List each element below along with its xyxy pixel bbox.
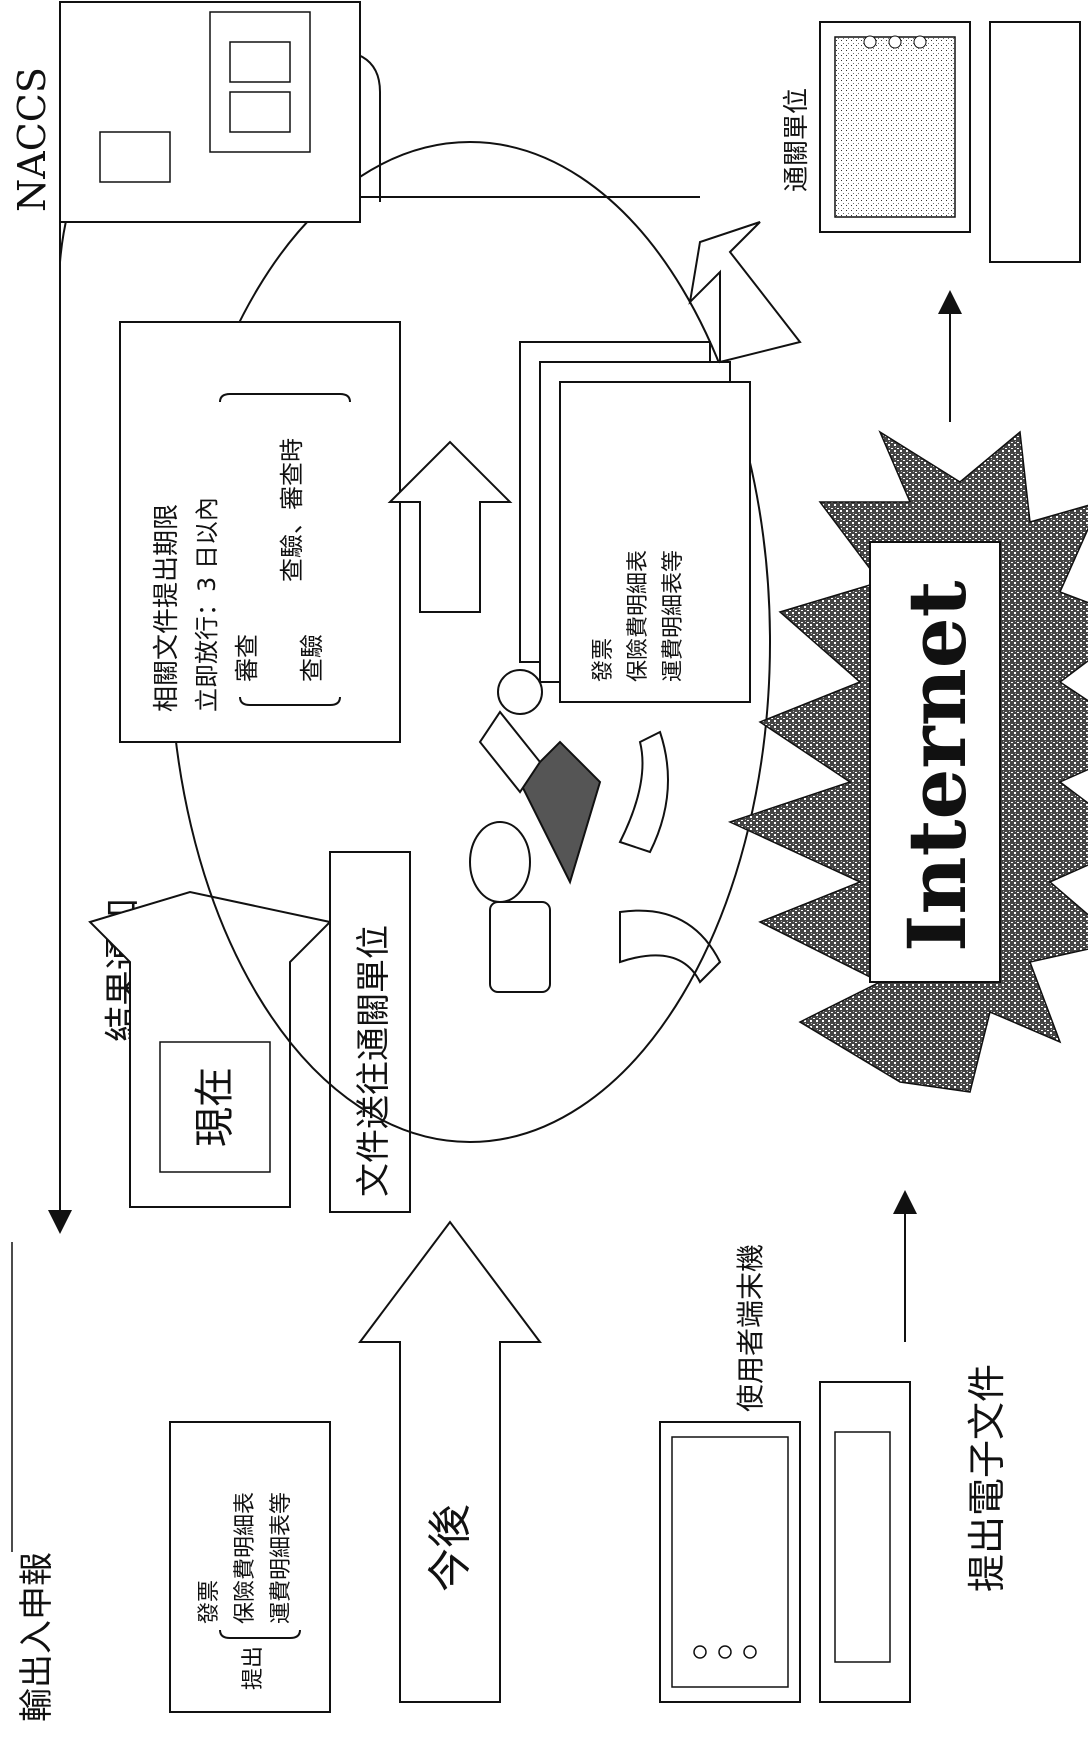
deadline-box: 相關文件提出期限 立即放行：3 日以內 審查 查驗 查驗、審查時 bbox=[119, 321, 401, 743]
deadline-title: 相關文件提出期限 bbox=[152, 504, 182, 712]
to-customs-arrow bbox=[688, 221, 802, 364]
stack-item-insurance: 保險費明細表 bbox=[626, 550, 651, 682]
deadline-review: 審查 bbox=[233, 634, 261, 682]
user-terminal-computer bbox=[659, 1381, 911, 1703]
submit-item-insurance: 保險費明細表 bbox=[233, 1492, 258, 1624]
submit-item-invoice: 發票 bbox=[197, 1580, 222, 1624]
deadline-immediate: 立即放行：3 日以內 bbox=[193, 497, 221, 712]
naccs-label: NACCS bbox=[10, 67, 54, 212]
document-stack: 發票 保險費明細表 運費明細表等 bbox=[519, 341, 751, 703]
submit-electronic-label: 提出電子文件 bbox=[965, 1364, 1009, 1592]
deadline-review-inspection: 查驗、審查時 bbox=[278, 438, 306, 582]
internet-burst: Internet bbox=[727, 430, 1088, 1093]
businessman-illustration bbox=[469, 669, 722, 993]
customs-declaration-label: 輸出入申報 bbox=[17, 1552, 57, 1722]
submit-item-freight: 運費明細表等 bbox=[269, 1492, 294, 1624]
submit-brace bbox=[219, 1629, 301, 1639]
customs-unit-label: 通關單位 bbox=[782, 88, 812, 192]
deadline-inspection: 查驗 bbox=[298, 634, 326, 682]
now-label: 現在 bbox=[192, 1067, 238, 1147]
from-now-arrow: 今後 bbox=[358, 1220, 542, 1703]
user-terminal-label: 使用者端末機 bbox=[734, 1244, 767, 1412]
rotated-layer: 輸出入申報 提出 發票 保險費明細表 運費明細表等 今後 使用者端末機 bbox=[10, 1, 1088, 1722]
stack-item-invoice: 發票 bbox=[591, 638, 616, 682]
internet-label: Internet bbox=[890, 580, 984, 952]
docs-sent-label: 文件送往通關單位 bbox=[354, 925, 394, 1197]
docs-sent-box: 文件送往通關單位 bbox=[329, 851, 411, 1213]
stack-item-freight: 運費明細表等 bbox=[661, 550, 686, 682]
from-now-label: 今後 bbox=[425, 1504, 476, 1592]
naccs-computer bbox=[59, 1, 361, 223]
submit-box: 提出 發票 保險費明細表 運費明細表等 bbox=[169, 1421, 331, 1713]
stack-arrow bbox=[387, 440, 513, 613]
now-arrow: 現在 bbox=[88, 890, 333, 1208]
submit-prefix: 提出 bbox=[241, 1646, 266, 1690]
customs-unit-computer bbox=[819, 21, 1081, 263]
